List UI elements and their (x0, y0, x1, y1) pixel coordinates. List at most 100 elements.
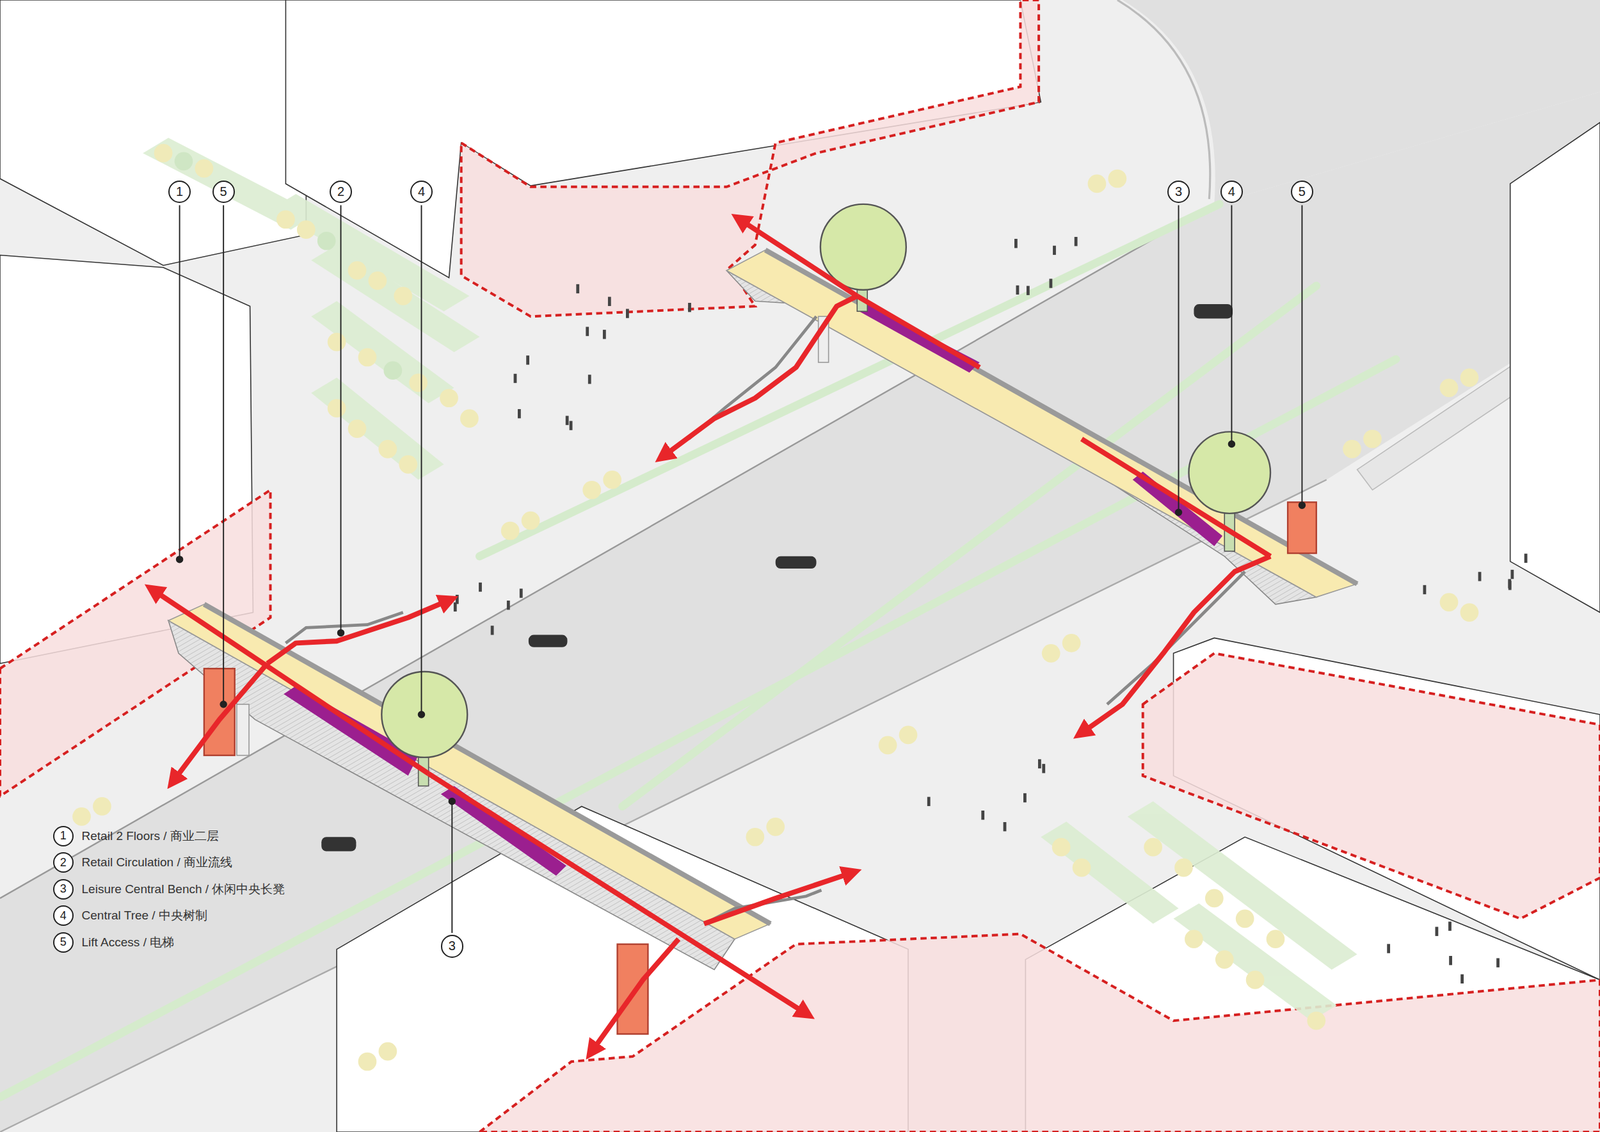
pedestrian (517, 408, 521, 418)
street-tree (1205, 888, 1224, 908)
pedestrian (526, 355, 530, 365)
street-tree (582, 480, 601, 500)
street-tree (393, 286, 413, 306)
street-tree (1184, 929, 1204, 948)
pedestrian (1435, 926, 1439, 936)
street-tree (378, 439, 398, 459)
street-tree (72, 807, 91, 826)
pedestrian (1023, 792, 1027, 802)
pedestrian (1496, 958, 1500, 968)
pedestrian (625, 308, 630, 318)
street-tree (276, 209, 296, 229)
pedestrian (1038, 759, 1042, 768)
callout-number: 5 (53, 931, 74, 953)
street-tree (1266, 929, 1286, 948)
callout-number: 4 (53, 904, 74, 926)
street-tree (408, 373, 428, 392)
pedestrian (1448, 920, 1452, 930)
pedestrian (1041, 763, 1046, 773)
street-tree (383, 360, 402, 380)
street-tree (501, 521, 520, 541)
street-tree (92, 796, 112, 816)
pedestrian (585, 326, 589, 336)
callout-number: 3 (53, 878, 74, 900)
street-tree (460, 408, 479, 428)
street-tree (358, 1052, 377, 1071)
street-tree (154, 144, 173, 163)
pedestrian (478, 582, 482, 592)
pedestrian (927, 796, 931, 806)
callout-number: 3 (440, 934, 464, 957)
pedestrian (565, 415, 569, 425)
street-tree (368, 271, 388, 290)
pedestrian (1052, 245, 1056, 255)
street-tree (1246, 970, 1265, 989)
pedestrian (455, 594, 459, 604)
pedestrian (1460, 974, 1464, 984)
street-tree (1306, 1011, 1326, 1030)
street-tree (1215, 949, 1234, 969)
street-tree (327, 332, 347, 352)
pedestrian (1478, 571, 1482, 581)
pedestrian (513, 373, 518, 383)
street-tree (878, 735, 898, 754)
street-tree (1052, 837, 1071, 857)
pedestrian (519, 588, 523, 598)
street-tree (1143, 837, 1163, 857)
street-tree (766, 817, 785, 836)
street-tree (1440, 378, 1459, 397)
street-tree (195, 159, 214, 178)
callout-number: 4 (1220, 180, 1243, 203)
street-tree (398, 455, 418, 474)
pedestrian (602, 329, 607, 339)
pedestrian (576, 284, 580, 294)
pedestrian (1026, 286, 1030, 296)
street-tree (348, 419, 367, 438)
pedestrian (1508, 580, 1512, 590)
pedestrian (1074, 236, 1078, 246)
legend-text: Retail 2 Floors / 商业二层 (81, 827, 219, 845)
street-tree (174, 152, 194, 171)
street-tree (1235, 908, 1255, 928)
street-tree (1363, 429, 1382, 448)
pedestrian (1524, 553, 1528, 563)
pedestrian (608, 296, 612, 306)
pedestrian (1049, 278, 1053, 288)
street-tree (378, 1041, 398, 1061)
legend-text: Central Tree / 中央树制 (81, 906, 208, 924)
street-tree (348, 261, 367, 280)
pedestrian (569, 420, 573, 430)
street-tree (327, 398, 347, 418)
pedestrian (1014, 238, 1018, 248)
pedestrian (1003, 821, 1007, 831)
callout-number: 5 (212, 180, 235, 203)
pedestrian (490, 625, 495, 635)
legend-text: Leisure Central Bench / 休闲中央长凳 (81, 880, 286, 898)
callout-number: 2 (53, 851, 74, 873)
pedestrian (506, 600, 511, 610)
pedestrian (981, 810, 985, 820)
street-tree (1062, 633, 1081, 653)
street-tree (521, 511, 541, 530)
street-tree (1460, 368, 1480, 388)
street-tree (1440, 592, 1459, 612)
street-tree (1088, 174, 1107, 194)
street-tree (602, 470, 622, 489)
street-tree (1041, 643, 1061, 663)
pedestrian (1016, 285, 1020, 295)
pedestrian (688, 302, 692, 312)
pedestrian (1510, 569, 1514, 579)
street-tree (1174, 858, 1193, 877)
pedestrian (588, 374, 592, 384)
street-tree (296, 220, 316, 239)
legend-text: Retail Circulation / 商业流线 (81, 853, 233, 871)
pedestrian (1423, 584, 1427, 594)
street-tree (745, 827, 765, 847)
legend-text: Lift Access / 电梯 (81, 933, 175, 951)
pedestrian (1386, 943, 1391, 953)
street-tree (1342, 439, 1362, 459)
street-tree (1460, 602, 1480, 622)
street-tree (317, 231, 336, 251)
